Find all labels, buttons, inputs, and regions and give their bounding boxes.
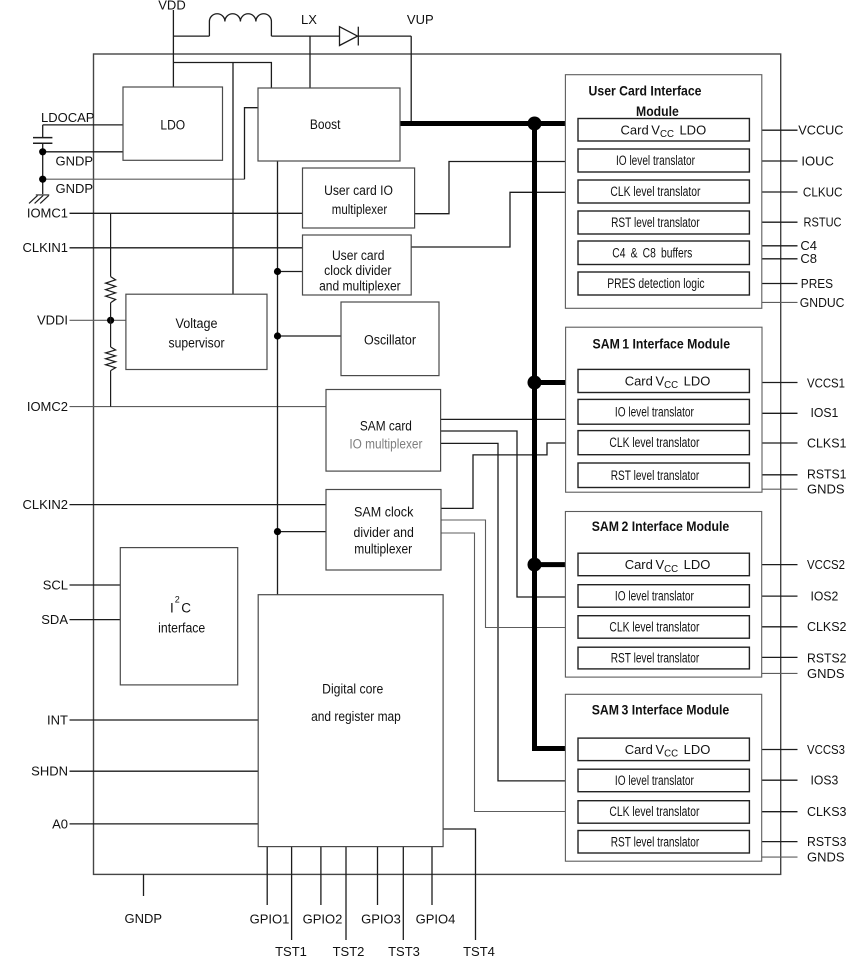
svg-text:IOS1: IOS1 (811, 405, 839, 420)
svg-text:divider and: divider and (354, 525, 414, 540)
svg-text:CLKS3: CLKS3 (807, 804, 846, 819)
svg-text:and register map: and register map (311, 709, 401, 724)
svg-text:IO level translator: IO level translator (615, 773, 694, 788)
svg-text:TST1: TST1 (275, 944, 307, 959)
svg-text:CLK level translator: CLK level translator (609, 804, 699, 819)
svg-text:GPIO3: GPIO3 (361, 912, 401, 927)
svg-text:PRES detection logic: PRES detection logic (607, 276, 704, 291)
svg-text:LDOCAP: LDOCAP (41, 110, 94, 125)
svg-text:A0: A0 (52, 816, 68, 831)
svg-text:Digital core: Digital core (322, 681, 383, 696)
svg-text:SAM clock: SAM clock (354, 504, 414, 519)
svg-text:IOS2: IOS2 (811, 589, 839, 604)
svg-text:IOMC1: IOMC1 (27, 206, 68, 221)
svg-text:RST level translator: RST level translator (611, 215, 700, 230)
svg-text:SAM card: SAM card (360, 419, 412, 434)
svg-text:C8: C8 (800, 251, 817, 266)
svg-text:User Card Interface: User Card Interface (589, 84, 702, 99)
svg-text:IO level translator: IO level translator (615, 589, 694, 604)
svg-text:interface: interface (158, 620, 205, 635)
svg-text:VCCUC: VCCUC (798, 123, 843, 138)
svg-text:GNDUC: GNDUC (800, 295, 845, 310)
svg-text:GNDP: GNDP (56, 154, 94, 169)
svg-text:IO level translator: IO level translator (616, 153, 695, 168)
svg-text:INT: INT (47, 712, 68, 727)
svg-text:Boost: Boost (310, 117, 341, 132)
svg-text:CLK level translator: CLK level translator (610, 184, 700, 199)
svg-text:GPIO4: GPIO4 (416, 912, 456, 927)
svg-text:CLK level translator: CLK level translator (609, 620, 699, 635)
svg-text:GNDP: GNDP (56, 181, 94, 196)
svg-text:and multiplexer: and multiplexer (319, 278, 401, 293)
svg-text:RSTUC: RSTUC (804, 215, 842, 230)
svg-text:VUP: VUP (407, 12, 434, 27)
svg-text:GPIO2: GPIO2 (303, 912, 343, 927)
svg-text:RST level translator: RST level translator (611, 468, 700, 483)
svg-text:multiplexer: multiplexer (332, 202, 388, 217)
svg-text:GNDS: GNDS (807, 666, 845, 681)
svg-text:SAM 3 Interface Module: SAM 3 Interface Module (592, 702, 730, 717)
svg-text:IOUC: IOUC (801, 153, 834, 168)
svg-text:SDA: SDA (41, 612, 68, 627)
svg-text:TST2: TST2 (333, 944, 365, 959)
svg-text:VDDI: VDDI (37, 313, 68, 328)
svg-text:TST4: TST4 (463, 944, 495, 959)
svg-text:C4: C4 (800, 238, 817, 253)
svg-text:IOMC2: IOMC2 (27, 399, 68, 414)
svg-text:GNDS: GNDS (807, 482, 845, 497)
svg-text:CLKIN1: CLKIN1 (22, 240, 68, 255)
svg-text:SAM 1 Interface Module: SAM 1 Interface Module (593, 337, 731, 352)
svg-text:User card IO: User card IO (324, 183, 393, 198)
svg-text:RSTS1: RSTS1 (807, 467, 846, 482)
svg-text:CLK level translator: CLK level translator (609, 435, 699, 450)
svg-text:multiplexer: multiplexer (354, 541, 412, 556)
svg-text:VDD: VDD (158, 0, 185, 13)
svg-text:IOS3: IOS3 (811, 773, 839, 788)
svg-text:VCCS2: VCCS2 (807, 557, 845, 572)
svg-text:CLKUC: CLKUC (803, 184, 843, 199)
svg-text:CLKIN2: CLKIN2 (22, 497, 68, 512)
svg-text:C4 & C8 buffers: C4 & C8 buffers (612, 246, 692, 261)
svg-text:GNDP: GNDP (125, 911, 163, 926)
svg-text:PRES: PRES (801, 276, 834, 291)
svg-text:SAM 2 Interface Module: SAM 2 Interface Module (592, 519, 730, 534)
svg-text:CLKS2: CLKS2 (807, 619, 846, 634)
svg-text:RST level translator: RST level translator (611, 835, 700, 850)
svg-text:TST3: TST3 (388, 944, 420, 959)
svg-text:VCCS1: VCCS1 (807, 375, 845, 390)
svg-text:RST level translator: RST level translator (611, 651, 700, 666)
svg-text:LX: LX (301, 12, 317, 27)
svg-text:Module: Module (636, 104, 679, 119)
svg-text:Oscillator: Oscillator (364, 333, 416, 348)
svg-text:SHDN: SHDN (31, 764, 68, 779)
svg-text:VCCS3: VCCS3 (807, 742, 845, 757)
svg-text:RSTS3: RSTS3 (807, 834, 846, 849)
svg-text:CLKS1: CLKS1 (807, 436, 846, 451)
svg-text:SCL: SCL (43, 577, 68, 592)
svg-text:GPIO1: GPIO1 (250, 912, 290, 927)
svg-text:IO level translator: IO level translator (615, 404, 694, 419)
svg-text:GNDS: GNDS (807, 850, 845, 865)
svg-text:supervisor: supervisor (169, 335, 225, 350)
svg-text:IO multiplexer: IO multiplexer (349, 437, 422, 452)
svg-text:Voltage: Voltage (176, 316, 218, 331)
svg-text:RSTS2: RSTS2 (807, 651, 846, 666)
svg-text:User card: User card (332, 248, 385, 263)
svg-text:clock divider: clock divider (324, 263, 392, 278)
svg-text:LDO: LDO (160, 118, 185, 133)
